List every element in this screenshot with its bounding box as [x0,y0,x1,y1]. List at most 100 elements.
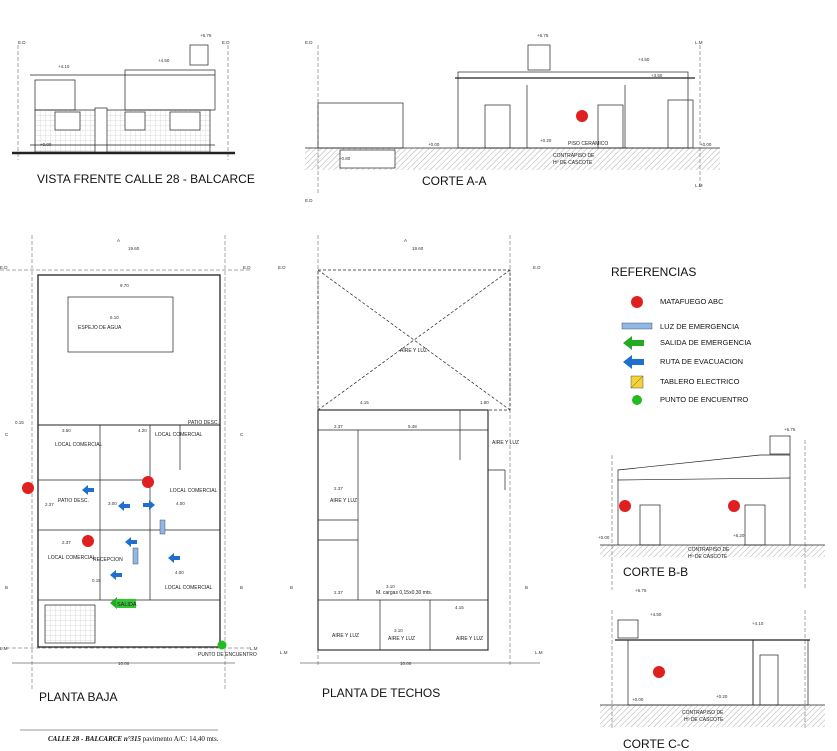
dim-label: 4.00 [176,501,185,506]
dim-label: 5.48 [408,424,417,429]
dim-label: 10.00 [400,661,412,666]
mark-ed: E.D [243,265,251,270]
mark-ed: E.D [278,265,286,270]
dim-label: 3.50 [62,428,71,433]
level-label: +4.50 [638,57,650,62]
ground-floor-plan [0,235,250,690]
dim-label: 3.10 [394,628,403,633]
footer-address: CALLE 28 - BALCARCE n°315 pavimento A/C:… [48,735,218,743]
room-local-5: LOCAL COMERCIAL [165,585,213,591]
evacuation-route-icon [82,485,180,580]
level-label: +0.00 [598,535,610,540]
room-espejo: ESPEJO DE AGUA [78,325,122,331]
level-label: +3.50 [651,73,663,78]
dim-label: 4.15 [455,605,464,610]
dim-label: 1.80 [480,400,489,405]
dim-label: 3.10 [386,584,395,589]
legend-icons [621,296,653,405]
dim-label: 2.37 [334,486,343,491]
title-ground-floor: PLANTA BAJA [39,690,118,704]
room-local-3: LOCAL COMERCIAL [170,488,218,494]
facade-view [12,44,235,160]
axis-b: B [240,585,244,590]
dim-label: 2.37 [62,540,71,545]
fire-extinguisher-icon [22,110,740,678]
footer-street: CALLE 28 - BALCARCE n°315 [48,735,142,743]
level-label: +4.10 [58,64,70,69]
dim-label: 4.00 [175,570,184,575]
emergency-light-icon [132,519,166,565]
mark-ed: E.D [222,40,230,45]
mark-ed: E.D [305,40,313,45]
mark-ed: E.D [0,265,8,270]
room-local-1: LOCAL COMERCIAL [55,442,103,448]
title-facade: VISTA FRENTE CALLE 28 - BALCARCE [37,172,255,186]
level-label: +0.00 [632,697,644,702]
exit-zone [116,599,136,608]
mark-lm: L.M [280,650,288,655]
dim-label: 4.15 [360,400,369,405]
level-label: +6.75 [635,588,647,593]
roof-plan [300,235,540,665]
axis-a: A [117,238,121,243]
mark-ed: E.D [533,265,541,270]
axis-b: B [525,585,529,590]
concrete-b: Hº DE CASCOTE [688,554,728,560]
legend-emergency-light: LUZ DE EMERGENCIA [660,322,740,331]
legend-electric-panel: TABLERO ELECTRICO [660,377,740,386]
level-label: +0.20 [716,694,728,699]
dim-label: 4.20 [138,428,147,433]
dim-label: 19.60 [412,246,424,251]
roof-air-light-3: AIRE Y LUZ [330,498,358,504]
floor-ceramic: PISO CERAMICO [568,141,609,147]
axis-c: C [5,432,9,437]
dim-label: 0.15 [15,420,24,425]
level-label: +6.20 [733,533,745,538]
meeting-point-icon [217,640,227,650]
room-local-4: LOCAL COMERCIAL [48,555,96,561]
dim-label: 2.37 [45,502,54,507]
concrete-a: Hº DE CASCOTE [553,160,593,166]
level-label: +0.00 [700,142,712,147]
mark-lm: L.M [0,646,8,651]
axis-b: B [290,585,294,590]
title-section-c-c: CORTE C-C [623,737,690,751]
level-label: +4.50 [158,58,170,63]
dim-label: 0.15 [92,578,101,583]
title-roof-plan: PLANTA DE TECHOS [322,686,441,700]
subfloor-c: CONTRAPISO DE [682,710,724,716]
mark-lm: L.M [695,183,703,188]
room-patio-2: PATIO DESC. [188,420,219,426]
mark-ed: E.D [18,40,26,45]
dim-label: 19.60 [128,246,140,251]
roof-air-light-4: AIRE Y LUZ [332,633,360,639]
roof-air-light-1: AIRE Y LUZ [400,348,428,354]
level-label: -0.80 [340,156,351,161]
level-label: +6.75 [200,33,212,38]
footer-pavement: pavimento A/C: 14,40 mts. [142,735,219,743]
legend-evacuation-route: RUTA DE EVACUACION [660,357,744,366]
axis-c: C [240,432,244,437]
title-references: REFERENCIAS [611,265,697,279]
axis-a: A [404,238,408,243]
section-a-a [305,44,720,195]
level-label: +4.10 [752,621,764,626]
level-label: +0.00 [428,142,440,147]
level-label: +6.75 [784,427,796,432]
mark-ed: E.D [305,198,313,203]
room-reception: RECEPCION [93,557,123,563]
room-patio-1: PATIO DESC. [58,498,89,504]
dim-label: 9.70 [120,283,129,288]
level-label: +6.75 [537,33,549,38]
roof-air-light-2: AIRE Y LUZ [492,440,520,446]
mark-lm: L.M [535,650,543,655]
dim-label: 3.00 [108,501,117,506]
dim-label: 6.10 [110,315,119,320]
room-exit: SALIDA [117,602,137,608]
dim-label: 2.37 [334,424,343,429]
roof-beam-note: M. cargas 0,15x0,30 mts. [376,590,433,596]
concrete-c: Hº DE CASCOTE [684,717,724,723]
legend-meeting-point: PUNTO DE ENCUENTRO [660,395,749,404]
level-label: +0.00 [40,142,52,147]
